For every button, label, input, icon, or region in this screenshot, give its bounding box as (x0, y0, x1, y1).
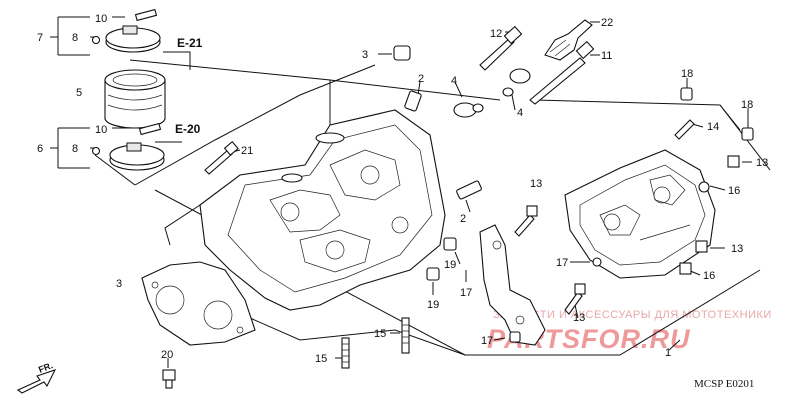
callout-12: 12 (490, 28, 502, 40)
callout-3: 3 (362, 49, 368, 61)
carburetor-insulator (104, 69, 166, 129)
callout-15: 15 (374, 328, 386, 340)
callout-2: 2 (460, 213, 466, 225)
callout-8: 8 (72, 32, 78, 44)
callout-13: 13 (731, 243, 743, 255)
callout-labels: 10 7 8 5 10 6 8 3 3 21 2 4 12 22 11 4 18… (37, 13, 768, 365)
callout-13: 13 (573, 312, 585, 324)
small-bolts (509, 87, 754, 343)
callout-14: 14 (707, 121, 719, 133)
callout-7: 7 (37, 32, 43, 44)
callout-17: 17 (481, 335, 493, 347)
reference-e20: E-20 (175, 122, 201, 136)
callout-10: 10 (95, 124, 107, 136)
stud-bolt-11 (529, 40, 595, 105)
bolt-20 (162, 369, 176, 389)
callout-16: 16 (703, 270, 715, 282)
leader-lines (50, 16, 771, 368)
watermark-tagline: ЗАПЧАСТИ И АКСЕССУАРЫ ДЛЯ МОТОТЕХНИКИ (493, 309, 772, 321)
callout-3: 3 (116, 278, 122, 290)
callout-18: 18 (741, 99, 753, 111)
callout-4: 4 (451, 75, 457, 87)
callout-20: 20 (161, 349, 173, 361)
guide-plate (479, 224, 546, 346)
callout-15: 15 (315, 353, 327, 365)
plug-cap (393, 45, 411, 61)
hose-clamp-lower (91, 122, 165, 171)
callout-5: 5 (76, 87, 82, 99)
cylinder-head-gasket (141, 261, 256, 346)
callout-17: 17 (460, 287, 472, 299)
front-direction-arrow (16, 369, 57, 394)
spark-plug (544, 19, 593, 61)
callout-6: 6 (37, 143, 43, 155)
cylinder-head-cover (564, 149, 716, 279)
bolt-21 (204, 140, 239, 175)
callout-17: 17 (556, 257, 568, 269)
o-rings (453, 68, 531, 118)
dowel-pins (426, 237, 457, 281)
reference-e21: E-21 (177, 36, 203, 50)
diagram-code: MCSP E0201 (694, 378, 754, 390)
callout-13: 13 (756, 157, 768, 169)
callout-22: 22 (601, 17, 613, 29)
water-pipes (404, 90, 482, 200)
callout-1: 1 (665, 347, 671, 359)
callout-13: 13 (530, 178, 542, 190)
callout-4: 4 (517, 107, 523, 119)
callout-16: 16 (728, 185, 740, 197)
callout-10: 10 (95, 13, 107, 25)
callout-18: 18 (681, 68, 693, 80)
stud-bolt-12 (479, 25, 523, 71)
callout-19: 19 (444, 259, 456, 271)
hose-clamp-upper (91, 8, 161, 53)
cylinder-head-front (164, 109, 446, 311)
callout-21: 21 (241, 145, 253, 157)
callout-11: 11 (601, 50, 612, 62)
callout-19: 19 (427, 299, 439, 311)
stud-bolts (341, 317, 410, 369)
callout-8: 8 (72, 143, 78, 155)
callout-2: 2 (418, 73, 424, 85)
